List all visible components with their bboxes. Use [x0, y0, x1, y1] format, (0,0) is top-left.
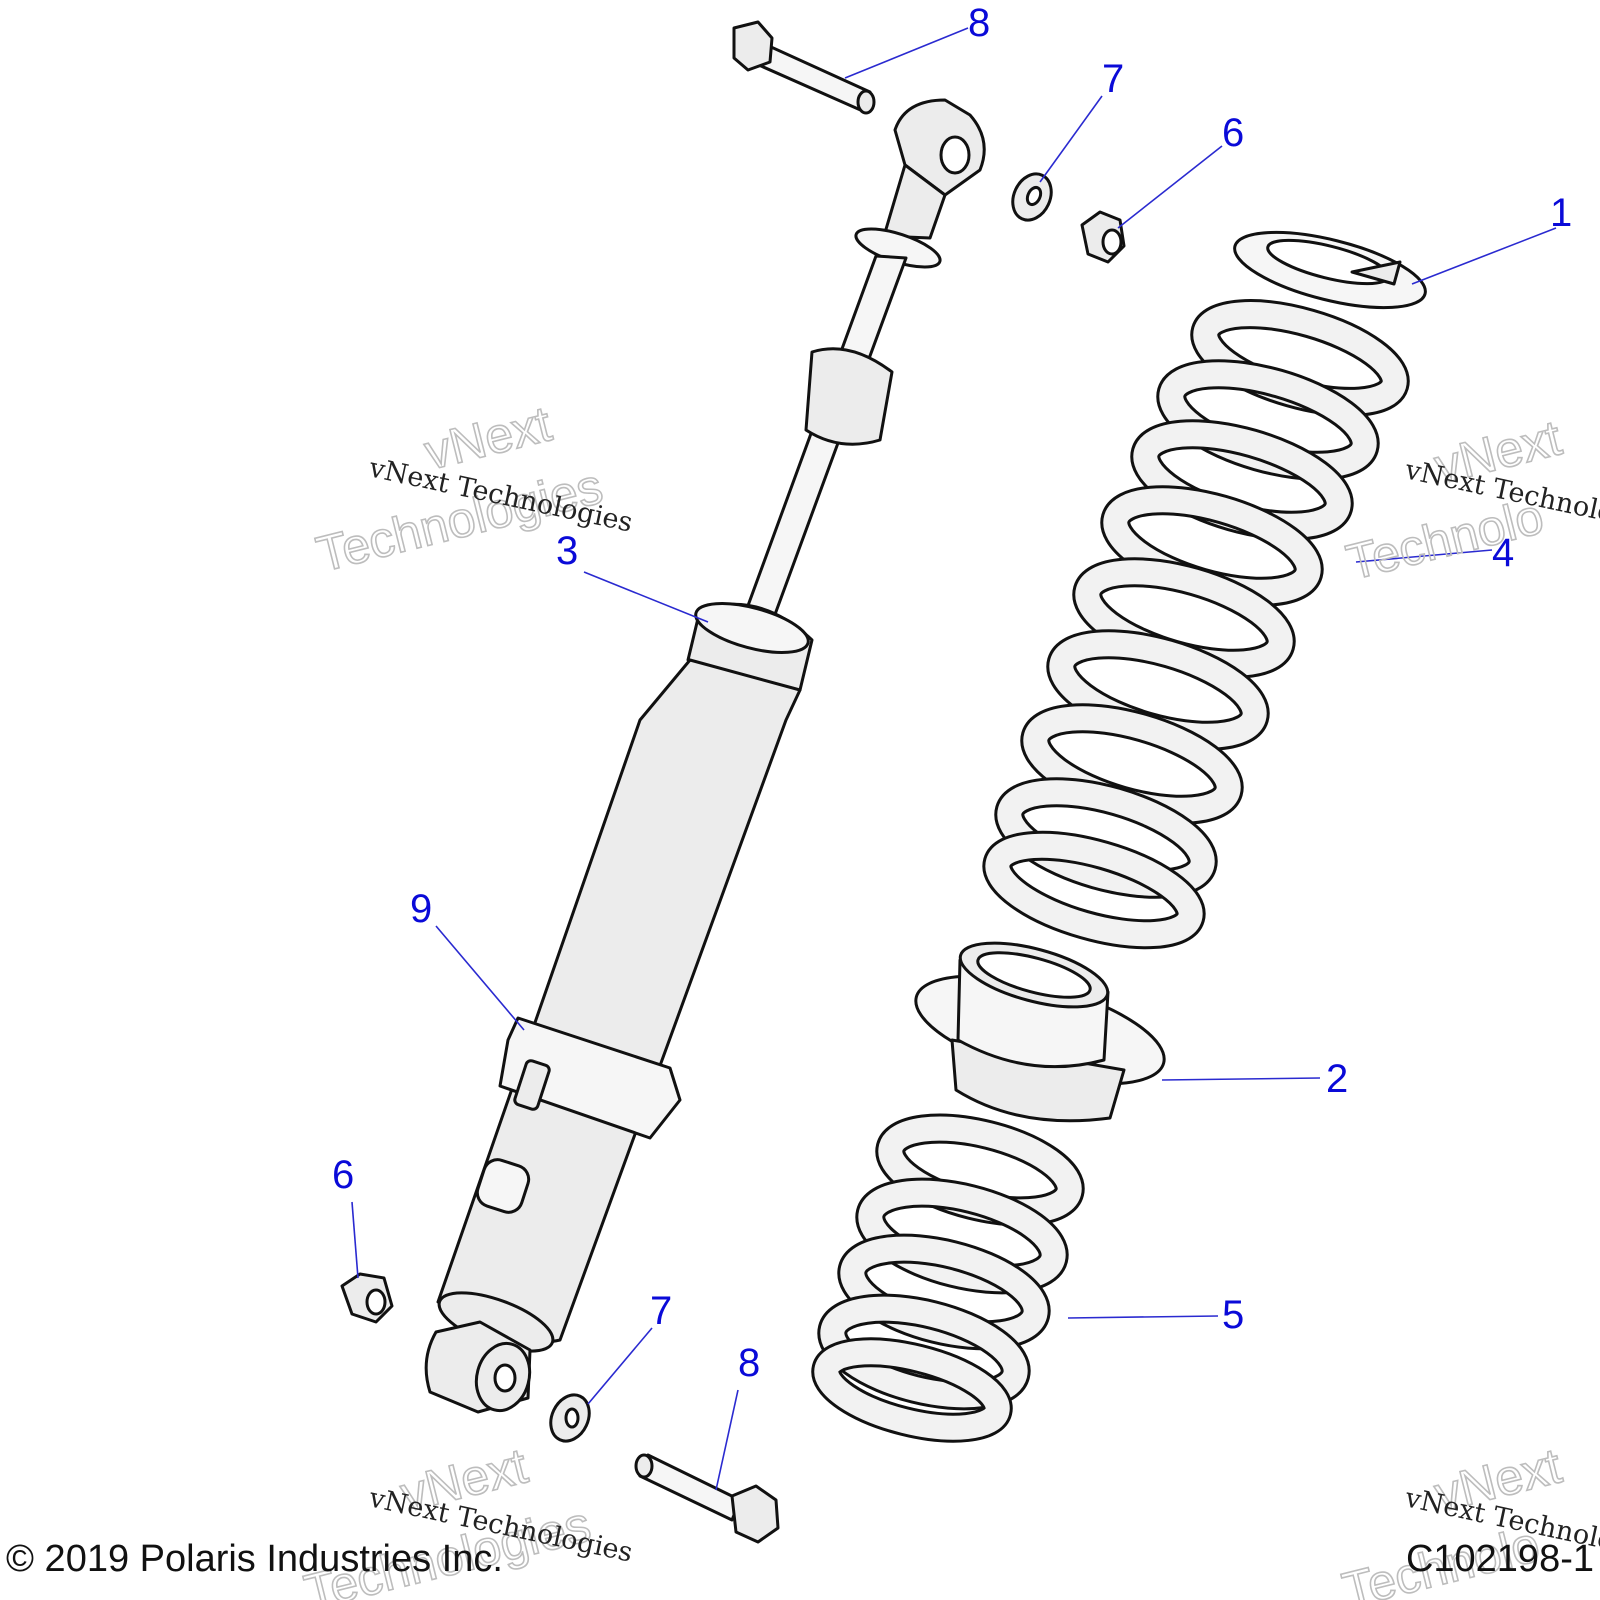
callout-washer-lower: 7: [650, 1289, 672, 1333]
leader-bolt-upper: [844, 27, 969, 79]
leader-washer-upper: [1039, 95, 1103, 183]
callout-spring-retainer: 1: [1550, 191, 1572, 235]
lower-bolt-part: [634, 1453, 780, 1544]
upper-washer-part: [1011, 172, 1053, 222]
leader-shock-absorber: [583, 571, 709, 623]
leader-washer-lower: [587, 1327, 653, 1405]
leader-nut-upper: [1117, 145, 1223, 229]
callout-main-spring: 4: [1492, 531, 1514, 575]
leader-tender-spring: [1067, 1315, 1219, 1319]
spring-adapter-part: [914, 941, 1166, 1123]
lower-washer-part: [549, 1393, 591, 1443]
leader-nut-lower: [351, 1201, 359, 1279]
leader-clamp-ring: [435, 925, 525, 1031]
spring-retainer-part: [1233, 230, 1427, 310]
callout-clamp-ring: 9: [410, 887, 432, 931]
leader-spring-retainer: [1411, 227, 1557, 285]
callout-shock-absorber: 3: [556, 529, 578, 573]
lower-nut-part: [340, 1272, 394, 1324]
upper-bolt-part: [732, 20, 876, 115]
callout-spring-adapter: 2: [1326, 1057, 1348, 1101]
figure-id: C102198-1: [1405, 1538, 1594, 1580]
watermark-upper-left: vNext Technologies vNext Technologies: [310, 395, 635, 584]
copyright-notice: © 2019 Polaris Industries Inc.: [6, 1538, 503, 1580]
leader-bolt-lower: [715, 1389, 739, 1491]
upper-nut-part: [1080, 210, 1126, 264]
callout-bolt-lower: 8: [738, 1341, 760, 1385]
watermark-upper-right: vNext Technolo vNext Technolo: [1340, 409, 1600, 592]
callout-nut-upper: 6: [1222, 111, 1244, 155]
callout-washer-upper: 7: [1102, 57, 1124, 101]
tender-spring-part: [811, 1113, 1085, 1443]
callout-bolt-upper: 8: [968, 1, 990, 45]
callout-nut-lower: 6: [332, 1153, 354, 1197]
shock-absorber-part: [424, 98, 986, 1414]
leader-main-spring: [1355, 549, 1493, 563]
leader-spring-adapter: [1161, 1077, 1321, 1081]
main-spring-part: [982, 299, 1410, 950]
callout-tender-spring: 5: [1222, 1293, 1244, 1337]
